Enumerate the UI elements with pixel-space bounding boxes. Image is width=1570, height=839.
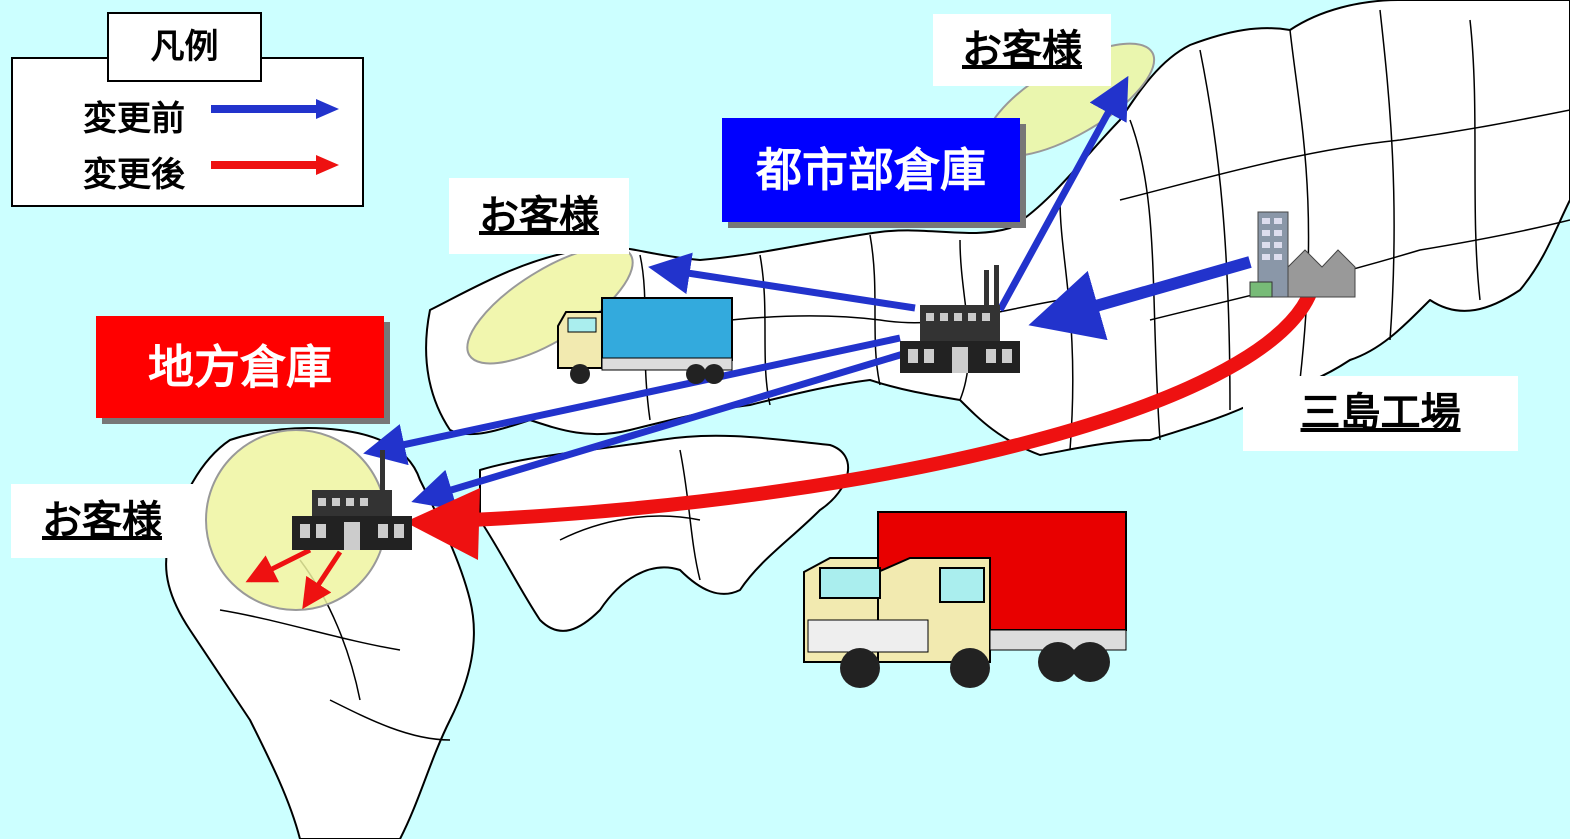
regional-warehouse-icon bbox=[292, 450, 412, 550]
label-urban-warehouse: 都市部倉庫 bbox=[722, 118, 1020, 222]
before-arrow-urban-west-1 bbox=[363, 334, 901, 466]
legend-after-label: 変更後 bbox=[83, 155, 185, 195]
before-arrow-urban-north bbox=[996, 75, 1129, 312]
after-routes bbox=[245, 273, 1322, 610]
before-routes bbox=[363, 75, 1252, 511]
legend: 変更前 変更後 bbox=[11, 57, 364, 207]
after-arrow-regional-local-2 bbox=[302, 550, 343, 610]
truck-blue-icon bbox=[557, 297, 733, 384]
factory-icon bbox=[1249, 211, 1356, 298]
after-arrow-regional-local-1 bbox=[245, 547, 312, 583]
label-customer-north: お客様 bbox=[933, 14, 1111, 86]
after-arrow-head bbox=[405, 488, 480, 560]
warehouse-icon bbox=[900, 265, 1020, 373]
land-shikoku bbox=[479, 434, 849, 632]
legend-title: 凡例 bbox=[107, 12, 262, 82]
label-mishima-factory: 三島工場 bbox=[1243, 376, 1518, 451]
before-arrow-factory-urban bbox=[1028, 256, 1252, 341]
label-customer-west: お客様 bbox=[11, 484, 193, 558]
legend-arrows bbox=[211, 99, 339, 175]
legend-before-label: 変更前 bbox=[83, 99, 185, 139]
before-arrow-urban-center bbox=[648, 252, 916, 312]
before-arrow-urban-west-2 bbox=[411, 348, 912, 511]
after-arrow-factory-regional bbox=[469, 273, 1322, 527]
label-customer-center: お客様 bbox=[449, 178, 629, 254]
truck-red-icon bbox=[803, 511, 1127, 688]
label-regional-warehouse: 地方倉庫 bbox=[96, 316, 384, 418]
